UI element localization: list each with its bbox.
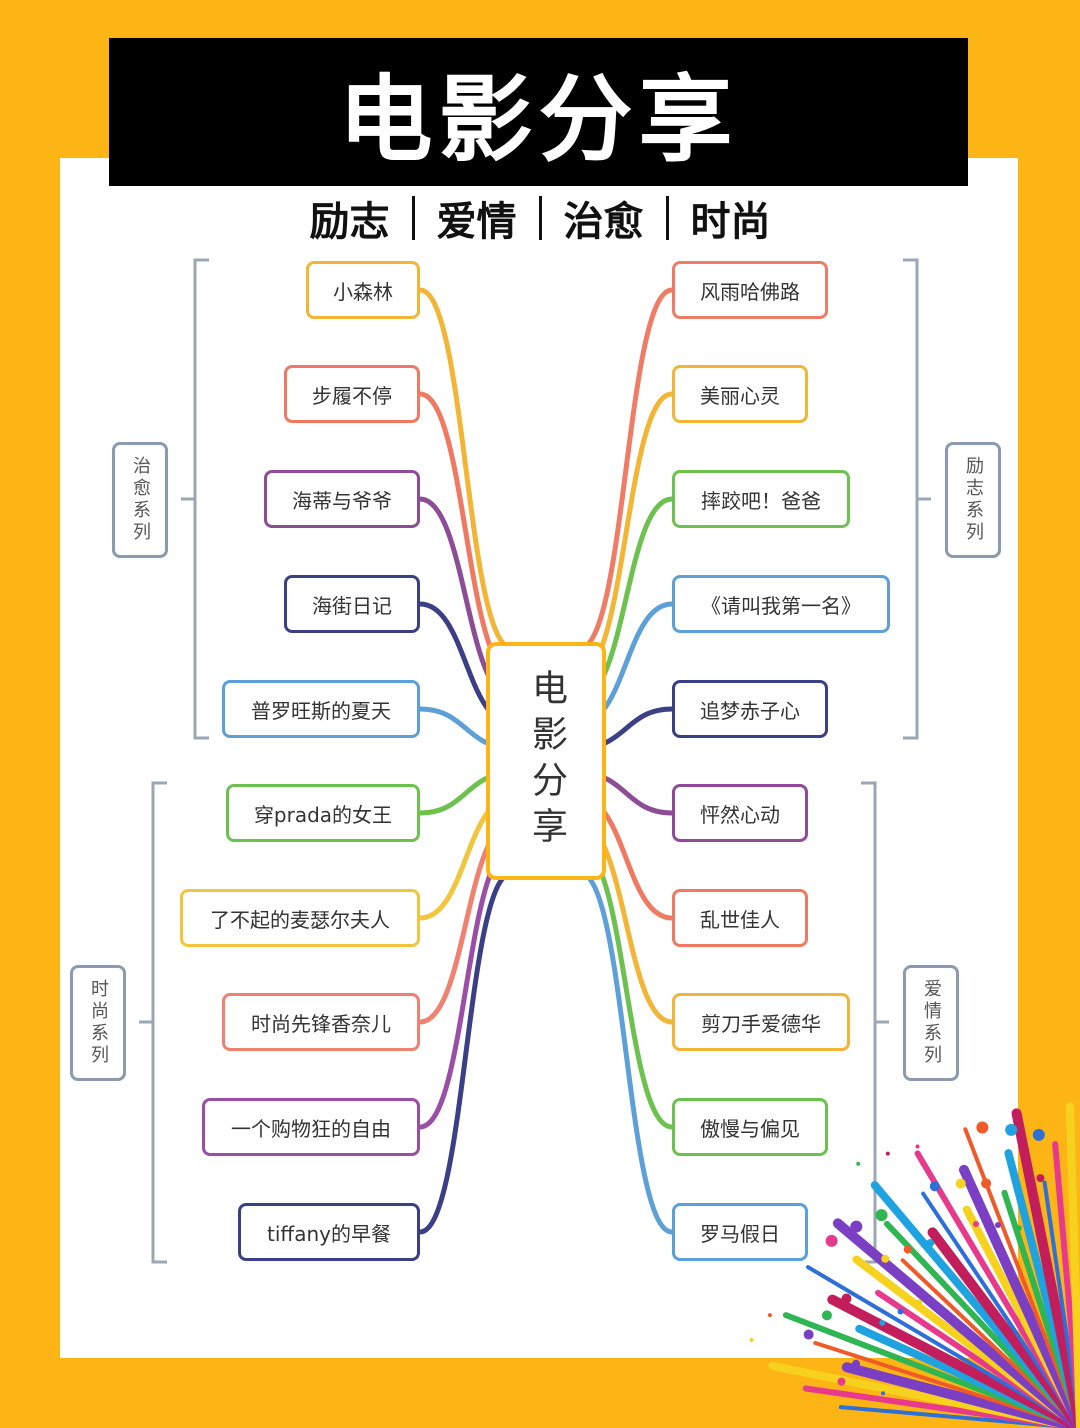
splash-dot: [821, 1310, 832, 1321]
splash-dot: [916, 1299, 923, 1306]
splash-dot: [929, 1181, 940, 1192]
group-label-inspiration: 励志系列: [945, 442, 1001, 558]
splash-streak: [832, 1218, 1080, 1428]
movie-node-right-3: 《请叫我第一名》: [672, 575, 890, 633]
category-label: 治愈: [563, 199, 644, 245]
movie-node-right-4: 追梦赤子心: [672, 680, 828, 738]
movie-node-left-2: 海蒂与爷爷: [264, 470, 420, 528]
splash-dot: [749, 1338, 754, 1343]
splash-streak: [1065, 1102, 1080, 1428]
group-label-fashion: 时尚系列: [70, 965, 126, 1081]
movie-node-left-9: tiffany的早餐: [238, 1203, 420, 1261]
category-separator: [411, 196, 415, 240]
movie-node-left-0: 小森林: [306, 261, 420, 319]
bracket-right-bottom: [861, 781, 889, 1264]
splash-dot: [837, 1377, 846, 1386]
category-row: 励志 爱情 治愈 时尚: [0, 188, 1080, 248]
splash-dot: [897, 1308, 904, 1315]
category-label: 爱情: [436, 199, 517, 245]
splash-streak: [827, 1294, 1080, 1428]
movie-node-left-6: 了不起的麦瑟尔夫人: [180, 889, 420, 947]
splash-dot: [885, 1151, 890, 1156]
bracket-left-bottom: [139, 781, 167, 1264]
splash-dot: [1036, 1174, 1045, 1183]
group-label-healing: 治愈系列: [112, 442, 168, 558]
page-title: 电影分享: [338, 66, 739, 175]
splash-streak: [958, 1164, 1080, 1428]
link-left-0: [417, 287, 515, 651]
splash-dot: [981, 1178, 992, 1189]
group-label-romance: 爱情系列: [903, 965, 959, 1081]
splash-dot: [994, 1221, 1001, 1228]
splash-dot: [881, 1391, 886, 1396]
splash-dot: [976, 1121, 989, 1134]
movie-node-right-2: 摔跤吧！爸爸: [672, 470, 850, 528]
movie-node-right-1: 美丽心灵: [672, 365, 808, 423]
splash-dot: [926, 1239, 935, 1248]
splash-dot: [879, 1319, 886, 1326]
movie-node-right-7: 剪刀手爱德华: [672, 993, 850, 1051]
bracket-right-top: [903, 258, 931, 740]
movie-node-right-9: 罗马假日: [672, 1203, 808, 1261]
category-label: 时尚: [690, 199, 771, 245]
category-separator: [538, 196, 542, 240]
center-node: 电影分享: [486, 642, 606, 880]
splash-streak: [927, 1227, 1080, 1428]
movie-node-left-5: 穿prada的女王: [226, 784, 420, 842]
movie-node-right-5: 怦然心动: [672, 784, 808, 842]
splash-dot: [903, 1245, 912, 1254]
splash-dot: [825, 1234, 838, 1247]
splash-streak: [1011, 1108, 1080, 1428]
category-separator: [665, 196, 669, 240]
splash-dot: [767, 1313, 772, 1318]
movie-node-left-1: 步履不停: [284, 365, 420, 423]
splash-dot: [881, 1254, 890, 1263]
splash-dot: [856, 1161, 861, 1166]
movie-node-right-6: 乱世佳人: [672, 889, 808, 947]
movie-node-left-7: 时尚先锋香奈儿: [222, 993, 420, 1051]
splash-dot: [1032, 1128, 1045, 1141]
splash-dot: [803, 1329, 814, 1340]
splash-dot: [1005, 1123, 1018, 1136]
splash-dot: [850, 1220, 863, 1233]
bracket-left-top: [181, 258, 209, 740]
movie-node-left-4: 普罗旺斯的夏天: [222, 680, 420, 738]
link-right-0: [577, 287, 675, 651]
splash-dot: [852, 1359, 861, 1368]
splash-dot: [973, 1220, 980, 1227]
movie-node-left-3: 海街日记: [284, 575, 420, 633]
title-bar: 电影分享: [109, 38, 968, 186]
splash-streak: [841, 1362, 1080, 1428]
splash-dot: [875, 1209, 888, 1222]
splash-dot: [841, 1293, 852, 1304]
movie-node-right-0: 风雨哈佛路: [672, 261, 828, 319]
category-label: 励志: [309, 199, 390, 245]
splash-dot: [915, 1144, 920, 1149]
link-left-9: [417, 870, 515, 1235]
splash-dot: [955, 1178, 966, 1189]
splash-dot: [1015, 1225, 1022, 1232]
movie-node-right-8: 傲慢与偏见: [672, 1098, 828, 1156]
movie-node-left-8: 一个购物狂的自由: [202, 1098, 420, 1156]
link-right-9: [577, 870, 675, 1235]
